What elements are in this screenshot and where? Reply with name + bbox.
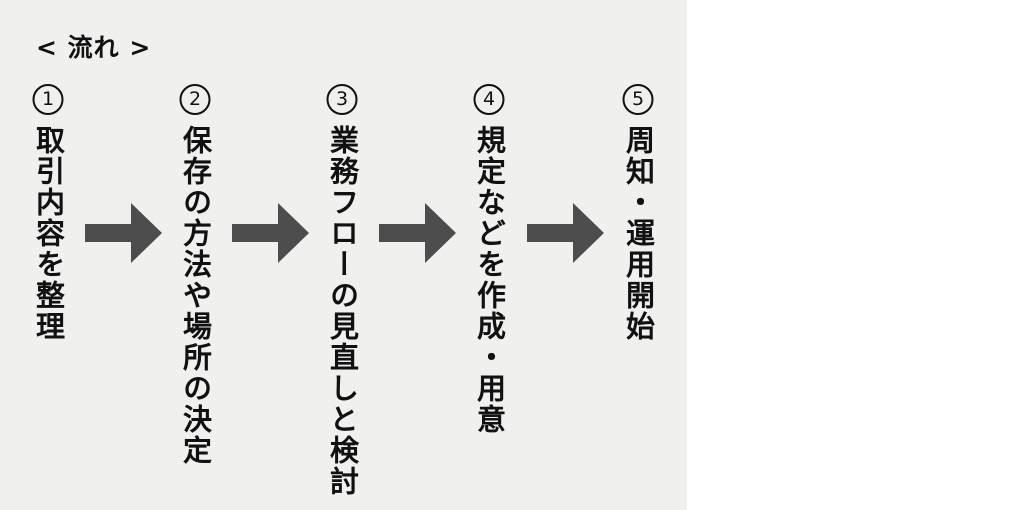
flow-step-5: 5 周知・運用開始 (621, 84, 656, 342)
step-1-label: 取引内容を整理 (31, 125, 66, 342)
flow-step-1: 1 取引内容を整理 (31, 84, 66, 342)
arrow-right-icon (232, 203, 309, 263)
arrow-right-icon (85, 203, 162, 263)
step-2-number-circle: 2 (179, 84, 211, 115)
flow-panel: < 流れ > 1 取引内容を整理 2 保存の方法や場所の決定 3 業務フローの見… (0, 0, 687, 510)
step-5-label: 周知・運用開始 (621, 125, 656, 342)
arrow-right-icon (527, 203, 604, 263)
step-4-label: 規定などを作成・用意 (472, 125, 507, 435)
flow-step-3: 3 業務フローの見直しと検討 (325, 84, 360, 497)
step-3-number-circle: 3 (326, 84, 358, 115)
arrow-right-icon (379, 203, 456, 263)
page-title: < 流れ > (36, 33, 152, 62)
flow-step-2: 2 保存の方法や場所の決定 (178, 84, 213, 466)
step-3-label: 業務フローの見直しと検討 (325, 125, 360, 497)
flow-step-4: 4 規定などを作成・用意 (472, 84, 507, 435)
step-2-label: 保存の方法や場所の決定 (178, 125, 213, 466)
step-4-number-circle: 4 (473, 84, 505, 115)
step-1-number-circle: 1 (32, 84, 64, 115)
step-5-number-circle: 5 (622, 84, 654, 115)
